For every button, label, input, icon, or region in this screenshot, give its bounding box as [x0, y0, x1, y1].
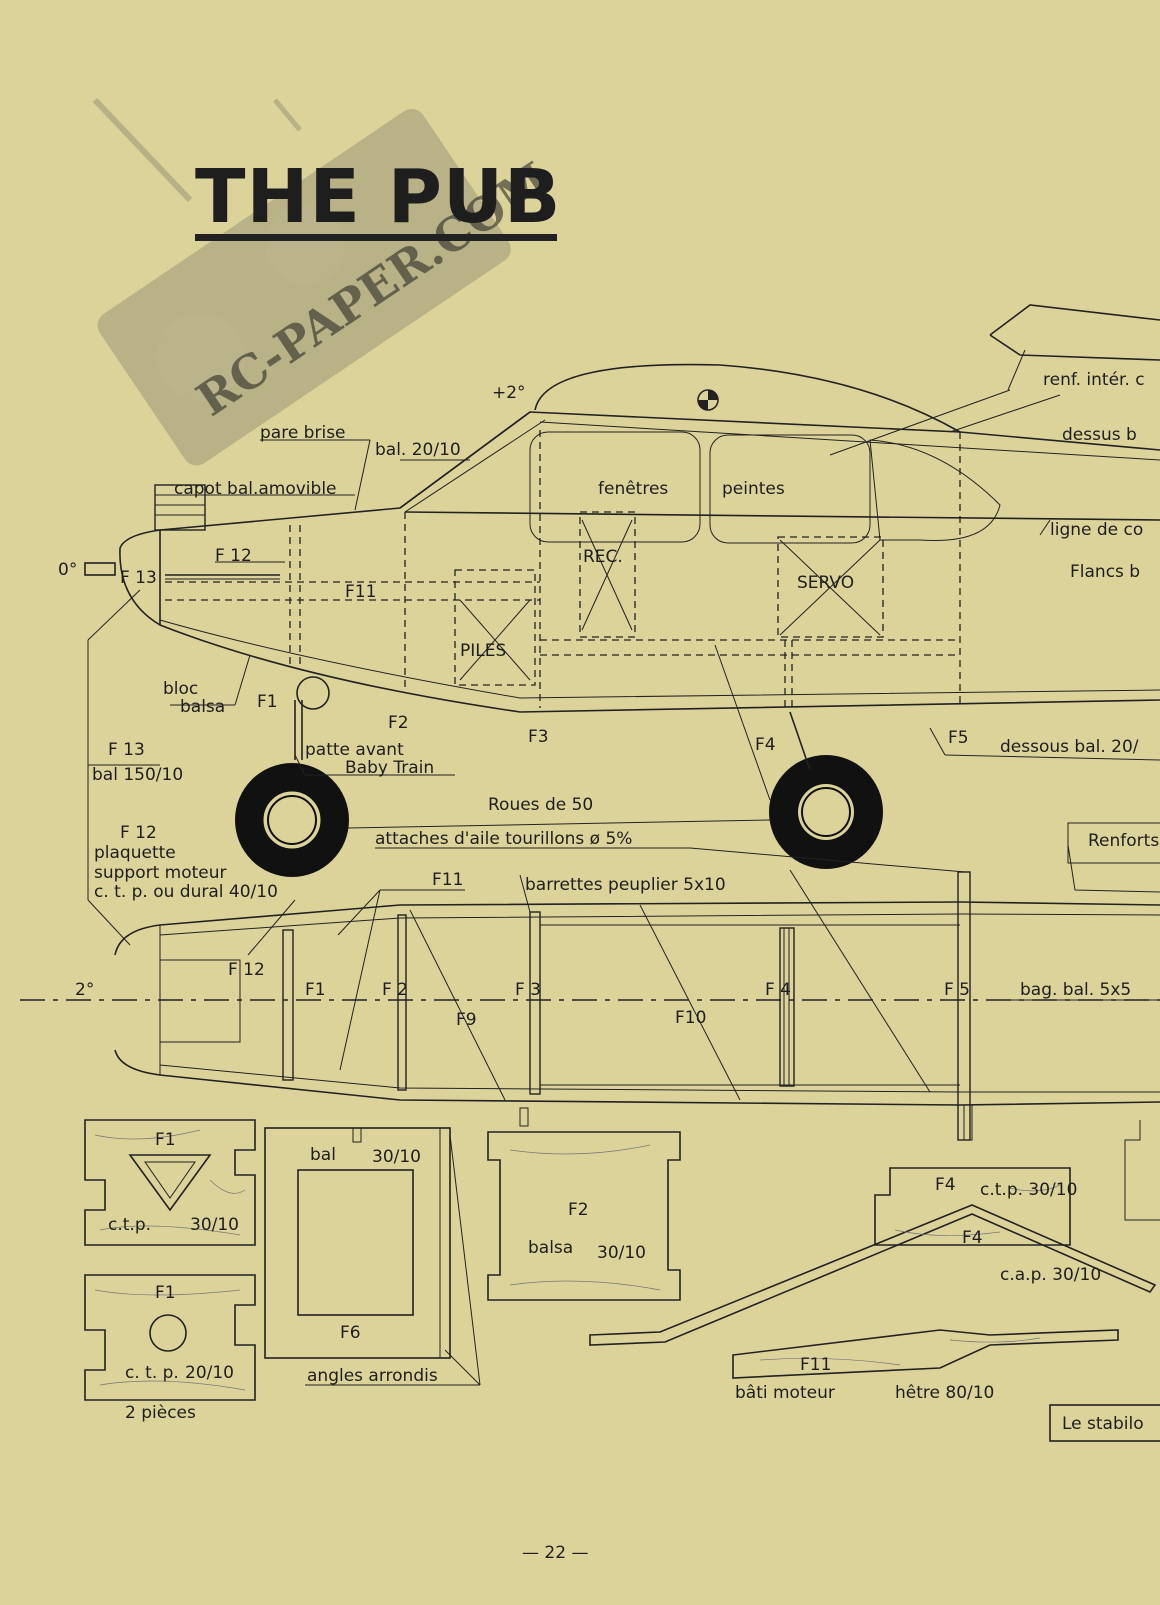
page-number: — 22 — [522, 1543, 588, 1563]
label-f4-side: F4 [755, 735, 776, 755]
note-f12-title: F 12 [120, 823, 157, 843]
label-bal-20-10: bal. 20/10 [375, 440, 461, 460]
label-f12-side: F 12 [215, 546, 252, 566]
label-servo: SERVO [797, 573, 854, 593]
part-f6-note: angles arrondis [307, 1366, 438, 1386]
label-dessus: dessus b [1062, 425, 1137, 445]
label-capot: capot bal.amovible [174, 479, 337, 499]
label-f5-side: F5 [948, 728, 969, 748]
part-f4: F4 c.t.p. 30/10 F4 c.a.p. 30/10 [589, 1167, 1157, 1346]
top-view-labels: 2° F11 barrettes peuplier 5x10 F 12 F1 F… [75, 870, 1131, 1030]
label-f2-top: F 2 [382, 980, 408, 1000]
label-dessous: dessous bal. 20/ [1000, 737, 1139, 757]
label-f1-top: F1 [305, 980, 326, 1000]
part-f6-title: F6 [340, 1323, 361, 1343]
label-peintes: peintes [722, 479, 785, 499]
part-f1b-qty: 2 pièces [125, 1403, 196, 1423]
part-f1a-title: F1 [155, 1130, 176, 1150]
note-f12-line2: support moteur [94, 863, 227, 883]
part-f6: bal 30/10 F6 angles arrondis [264, 1127, 481, 1386]
label-top-angle: +2° [492, 383, 526, 403]
part-f6-mat: bal [310, 1145, 336, 1165]
side-view-labels: +2° 0° pare brise bal. 20/10 capot bal.a… [58, 370, 1159, 902]
label-f1-side: F1 [257, 692, 278, 712]
part-f1-a: F1 c.t.p. 30/10 [84, 1119, 256, 1246]
part-f4-cap: c.a.p. 30/10 [1000, 1265, 1101, 1285]
label-bag: bag. bal. 5x5 [1020, 980, 1131, 1000]
part-f4-mat: c.t.p. 30/10 [980, 1180, 1077, 1200]
side-view [84, 304, 1160, 946]
part-f2: F2 balsa 30/10 [487, 1131, 681, 1301]
label-f3-top: F 3 [515, 980, 541, 1000]
label-renforts: Renforts [1088, 831, 1159, 851]
part-f2-title: F2 [568, 1200, 589, 1220]
title-underline [195, 234, 557, 241]
label-f3-side: F3 [528, 727, 549, 747]
part-f1a-thk: 30/10 [190, 1215, 239, 1235]
part-f1b-mat: c. t. p. [125, 1363, 179, 1383]
label-nose-angle: 0° [58, 560, 77, 580]
part-f4-title: F4 [935, 1175, 956, 1195]
label-f12-top: F 12 [228, 960, 265, 980]
label-f4-top: F 4 [765, 980, 791, 1000]
page-title: THE PUB [195, 154, 561, 240]
label-patte-avant: patte avant [305, 740, 404, 760]
label-f2-side: F2 [388, 713, 409, 733]
note-f13-spec: bal 150/10 [92, 765, 183, 785]
label-baby-train: Baby Train [345, 758, 434, 778]
label-flancs: Flancs b [1070, 562, 1140, 582]
label-bloc: bloc [163, 679, 198, 699]
label-rec: REC. [583, 547, 623, 567]
part-f11-wood: hêtre 80/10 [895, 1383, 994, 1403]
label-f5-top: F 5 [944, 980, 970, 1000]
label-barrettes: barrettes peuplier 5x10 [525, 875, 726, 895]
label-pare-brise: pare brise [260, 423, 346, 443]
part-f4-inner: F4 [962, 1228, 983, 1248]
label-f9: F9 [456, 1010, 477, 1030]
label-ligne-de: ligne de co [1050, 520, 1143, 540]
part-f11-title: F11 [800, 1355, 831, 1375]
top-view [20, 869, 1160, 1141]
label-attaches: attaches d'aile tourillons ø 5% [375, 829, 632, 849]
note-f12-line3: c. t. p. ou dural 40/10 [94, 882, 278, 902]
part-f11: F11 bâti moteur hêtre 80/10 [732, 1329, 1119, 1403]
part-f1a-mat: c.t.p. [108, 1215, 151, 1235]
label-f11-top: F11 [432, 870, 463, 890]
label-balsa: balsa [180, 697, 225, 717]
stabilo-box: Le stabilo [1049, 1404, 1160, 1442]
label-stabilo: Le stabilo [1062, 1414, 1144, 1434]
label-roues: Roues de 50 [488, 795, 593, 815]
label-wing-angle: 2° [75, 980, 94, 1000]
note-f12-line1: plaquette [94, 843, 176, 863]
label-f13-side: F 13 [120, 568, 157, 588]
label-renf-inter: renf. intér. c [1043, 370, 1145, 390]
part-f11-mat: bâti moteur [735, 1383, 835, 1403]
part-f1-b: F1 c. t. p. 20/10 2 pièces [84, 1274, 256, 1423]
label-fenetres: fenêtres [598, 479, 668, 499]
label-f11-side: F11 [345, 582, 376, 602]
part-f6-thk: 30/10 [372, 1147, 421, 1167]
label-piles: PILES [460, 641, 506, 661]
part-f2-thk: 30/10 [597, 1243, 646, 1263]
label-f10: F10 [675, 1008, 706, 1028]
part-f1b-thk: 20/10 [185, 1363, 234, 1383]
part-f1b-title: F1 [155, 1283, 176, 1303]
note-f13-title: F 13 [108, 740, 145, 760]
part-f2-mat: balsa [528, 1238, 573, 1258]
